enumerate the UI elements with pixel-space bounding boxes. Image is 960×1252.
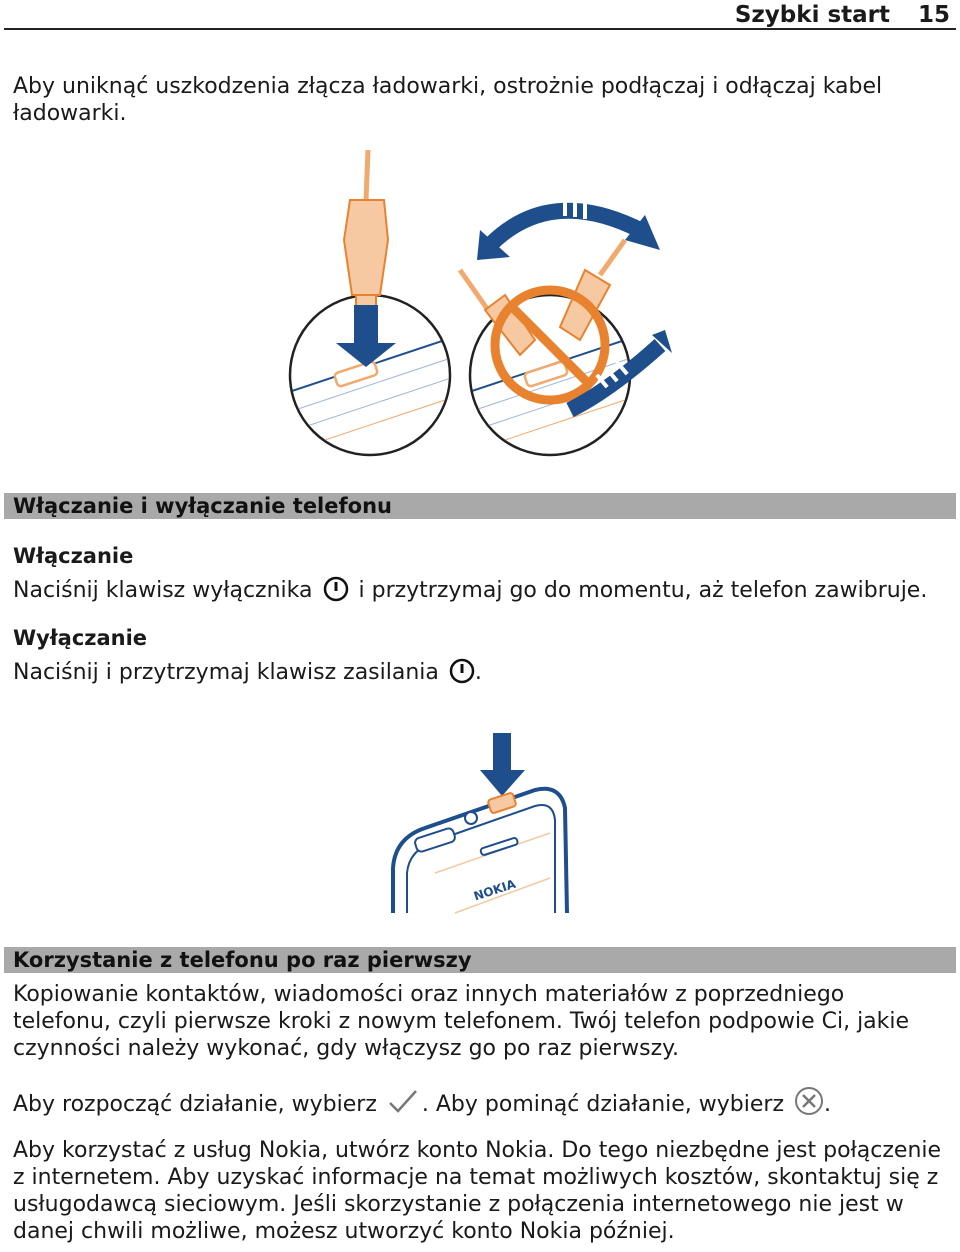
power-off-heading: Wyłączanie [13, 626, 148, 650]
skip-end: . [824, 1092, 832, 1117]
power-off-text-before: Naciśnij i przytrzymaj klawisz zasilania [13, 660, 439, 685]
close-x-icon [794, 1086, 824, 1116]
charger-illustration [280, 145, 680, 465]
header-title: Szybki start [734, 2, 890, 28]
power-on-heading: Włączanie [13, 544, 134, 568]
power-off-text-after: . [474, 660, 482, 685]
power-on-text: Naciśnij klawisz wyłącznika i przytrzyma… [13, 576, 948, 604]
skip-text: . Aby pominąć działanie, wybierz [421, 1092, 785, 1117]
phone-power-illustration: NOKIA [385, 728, 585, 918]
start-text: Aby rozpocząć działanie, wybierz [13, 1092, 377, 1117]
power-key-icon [449, 658, 475, 684]
power-key-icon [323, 576, 349, 602]
page-number: 15 [917, 2, 950, 28]
section-bar-first-use: Korzystanie z telefonu po raz pierwszy [4, 947, 956, 973]
section-bar-power: Włączanie i wyłączanie telefonu [4, 493, 956, 519]
checkmark-icon [387, 1088, 419, 1116]
power-off-text: Naciśnij i przytrzymaj klawisz zasilania… [13, 658, 948, 686]
header-divider [4, 28, 956, 30]
account-text: Aby korzystać z usług Nokia, utwórz kont… [13, 1138, 942, 1244]
section-title-power: Włączanie i wyłączanie telefonu [13, 494, 392, 518]
charger-warning-text: Aby uniknąć uszkodzenia złącza ładowarki… [13, 74, 883, 126]
section-title-first-use: Korzystanie z telefonu po raz pierwszy [13, 948, 472, 972]
power-on-text-after: i przytrzymaj go do momentu, aż telefon … [358, 578, 928, 603]
first-use-intro: Kopiowanie kontaktów, wiadomości oraz in… [13, 982, 910, 1061]
first-use-actions: Aby rozpocząć działanie, wybierz . Aby p… [13, 1086, 948, 1118]
power-on-text-before: Naciśnij klawisz wyłącznika [13, 578, 313, 603]
